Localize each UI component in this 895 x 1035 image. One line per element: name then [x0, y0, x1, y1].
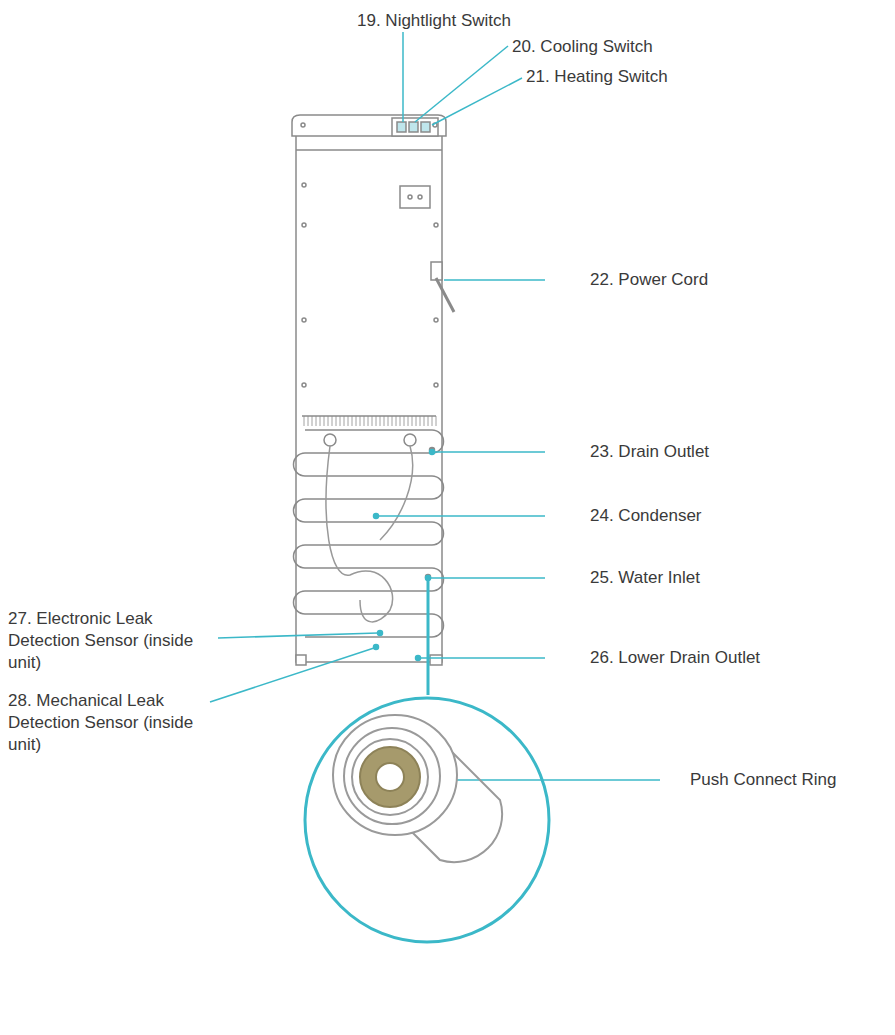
callout-label: 23. Drain Outlet [590, 441, 709, 463]
condenser-fin [388, 416, 389, 426]
callout-label: 27. Electronic Leak Detection Sensor (in… [8, 608, 198, 674]
condenser-fin [356, 416, 357, 426]
condenser-fin [400, 416, 401, 426]
condenser-fin [348, 416, 349, 426]
condenser-fin [324, 416, 325, 426]
condenser-fin [408, 416, 409, 426]
callout-label: 26. Lower Drain Outlet [590, 647, 760, 669]
condenser-fin [336, 416, 337, 426]
condenser-fin [376, 416, 377, 426]
condenser-fin [420, 416, 421, 426]
callout-label: 22. Power Cord [590, 269, 708, 291]
condenser-fin [412, 416, 413, 426]
condenser-fin [320, 416, 321, 426]
condenser-fin [436, 416, 437, 426]
callout-label: 24. Condenser [590, 505, 702, 527]
condenser-fin [328, 416, 329, 426]
condenser-coil [294, 430, 444, 637]
condenser-fin [344, 416, 345, 426]
condenser-fin [364, 416, 365, 426]
condenser-fin [316, 416, 317, 426]
condenser-fin [380, 416, 381, 426]
condenser-fin [404, 416, 405, 426]
callout-label: 19. Nightlight Switch [357, 10, 511, 32]
condenser-fin [392, 416, 393, 426]
callout-label: 21. Heating Switch [526, 66, 668, 88]
condenser-fin [304, 416, 305, 426]
condenser-fin [332, 416, 333, 426]
condenser-fin [432, 416, 433, 426]
condenser-fin [368, 416, 369, 426]
callout-label: 28. Mechanical Leak Detection Sensor (in… [8, 690, 213, 756]
condenser-fin [340, 416, 341, 426]
condenser-fin [384, 416, 385, 426]
callout-label: Push Connect Ring [690, 769, 836, 791]
condenser-fin [372, 416, 373, 426]
condenser-fin [424, 416, 425, 426]
condenser-fin [312, 416, 313, 426]
condenser-fin [396, 416, 397, 426]
condenser-fin [428, 416, 429, 426]
callout-label: 20. Cooling Switch [512, 36, 653, 58]
condenser-fin [416, 416, 417, 426]
callout-label: 25. Water Inlet [590, 567, 700, 589]
condenser-fin [308, 416, 309, 426]
condenser-fin [360, 416, 361, 426]
condenser-fin [352, 416, 353, 426]
